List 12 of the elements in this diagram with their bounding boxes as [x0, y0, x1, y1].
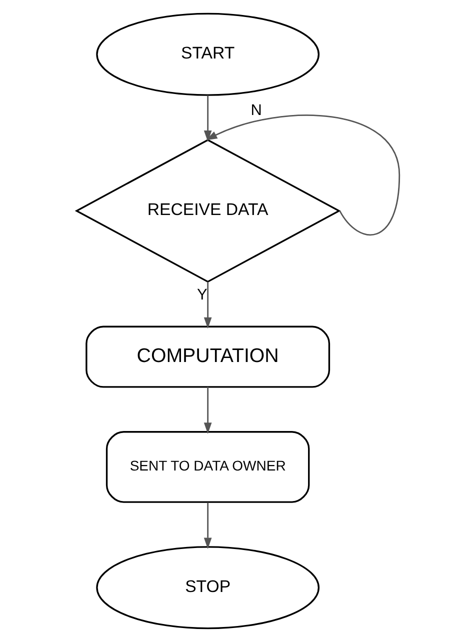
node-diamond: RECEIVE DATA [74, 139, 341, 283]
arrow [204, 386, 212, 434]
arrow [204, 502, 212, 549]
edge-label: N [250, 102, 262, 120]
node-ellipse: START [96, 12, 320, 96]
node-box: COMPUTATION [86, 326, 330, 388]
node-box: SENT TO DATA OWNER [106, 431, 310, 503]
arrow [204, 95, 212, 142]
arrow [206, 114, 400, 236]
edge-label: Y [197, 286, 208, 304]
node-ellipse: STOP [96, 546, 320, 630]
arrow [204, 282, 212, 329]
